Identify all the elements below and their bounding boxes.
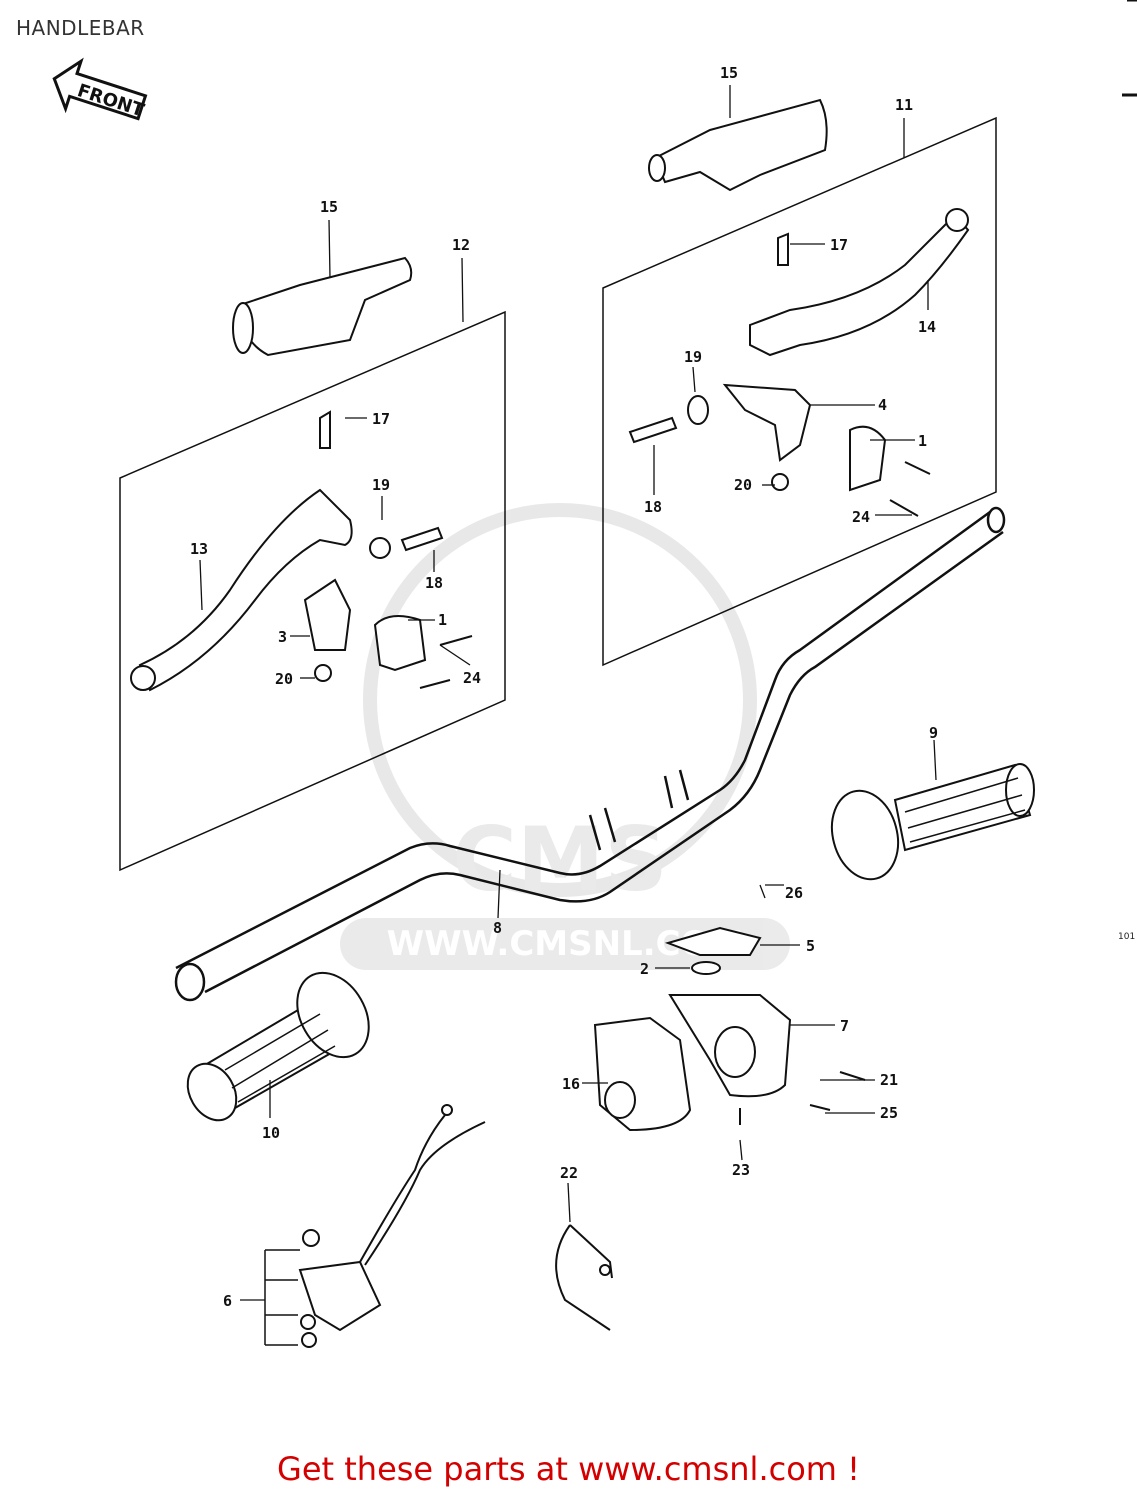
diagram-title: HANDLEBAR [16,16,145,40]
callout-3: 3 [278,628,287,646]
callout-1-left: 1 [438,611,447,629]
callout-24-right: 24 [852,508,870,526]
callout-13: 13 [190,540,208,558]
right-lever [749,208,970,357]
callout-1-right: 1 [918,432,927,450]
leader-lines [199,85,937,1301]
footer-link-text[interactable]: Get these parts at www.cmsnl.com ! [277,1450,860,1488]
front-arrow: FRONT [52,57,148,122]
callout-18-left: 18 [425,574,443,592]
callout-5: 5 [806,937,815,955]
callout-4: 4 [878,396,887,414]
lever-cover-top [648,98,828,192]
right-grip [830,763,1035,881]
callout-22: 22 [560,1164,578,1182]
callout-18-right: 18 [644,498,662,516]
callout-9: 9 [929,724,938,742]
callout-20-left: 20 [275,670,293,688]
callout-17-right: 17 [830,236,848,254]
side-code: 101 [1118,932,1136,942]
callout-7: 7 [840,1017,849,1035]
callout-19-right: 19 [684,348,702,366]
callout-8: 8 [493,919,502,937]
right-lever-frame [602,116,997,667]
cable-clamp [555,1224,613,1331]
right-bracket-clamp [628,232,931,517]
lever-cover-left [232,256,413,357]
handlebar-tube [174,506,1006,1002]
left-lever-frame [119,310,506,872]
callout-16: 16 [562,1075,580,1093]
callout-23: 23 [732,1161,750,1179]
callout-17-left: 17 [372,410,390,428]
callout-15-left: 15 [320,198,338,216]
callout-15-top: 15 [720,64,738,82]
callout-numbers: 15 12 15 11 17 17 19 19 13 14 3 4 1 1 20… [190,64,938,1310]
callout-24-left: 24 [463,669,481,687]
throttle-housing [593,926,866,1132]
callout-2: 2 [640,960,649,978]
callout-19-left: 19 [372,476,390,494]
callout-11: 11 [895,96,913,114]
callout-25: 25 [880,1104,898,1122]
callout-26: 26 [785,884,803,902]
watermark: CMS WWW.CMSNL.COM [340,503,790,970]
left-grip [186,971,370,1122]
corner-marks [1122,0,1137,97]
left-bracket-clamp [303,410,473,689]
callout-12: 12 [452,236,470,254]
callout-20-right: 20 [734,476,752,494]
callout-10: 10 [262,1124,280,1142]
callout-21: 21 [880,1071,898,1089]
callout-14: 14 [918,318,936,336]
svg-text:CMS: CMS [452,808,668,911]
left-lever [130,488,353,692]
switch-assembly [264,1104,486,1348]
callout-6: 6 [223,1292,232,1310]
